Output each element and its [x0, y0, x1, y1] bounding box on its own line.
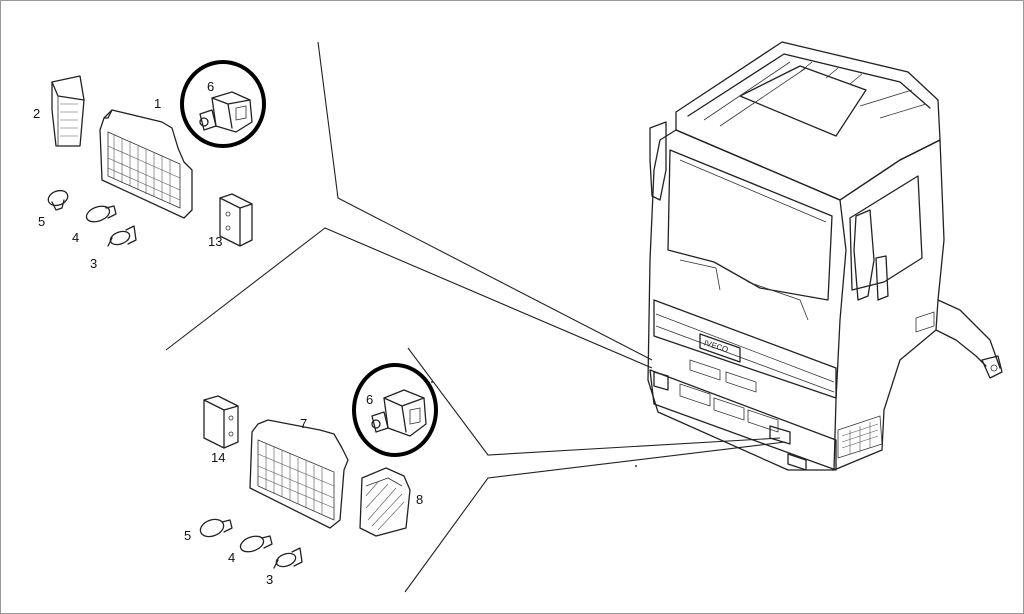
truck-cab-illustration: IVECO	[647, 41, 1003, 471]
callout-3-upper: 3	[90, 256, 97, 271]
speck	[635, 465, 637, 467]
bulb-part-3-lower	[273, 547, 303, 569]
levelling-actuator-part-6-lower	[352, 363, 438, 457]
callout-1: 1	[154, 96, 161, 111]
bulb-part-4-upper	[85, 205, 117, 223]
callout-13: 13	[208, 234, 222, 249]
highlight-circle-lower	[352, 363, 438, 457]
callout-8: 8	[416, 492, 423, 507]
callout-2: 2	[33, 106, 40, 121]
callout-14: 14	[211, 450, 225, 465]
lower-lamp-group: 6 7 14 8 5 4 3	[184, 363, 438, 587]
upper-lamp-group: 2 1 6 5 4 3 13	[33, 60, 266, 271]
callout-6-lower: 6	[366, 392, 373, 407]
bulb-part-4-lower	[239, 535, 273, 553]
highlight-circle-upper	[180, 60, 266, 148]
leader-lines	[165, 41, 786, 593]
fog-lamp-housing-part-1	[99, 109, 193, 219]
mounting-bracket-part-13	[219, 193, 253, 247]
mounting-bracket-part-14	[203, 395, 239, 449]
levelling-actuator-part-6-upper	[180, 60, 266, 148]
corner-lens-part-8	[359, 467, 411, 537]
callout-4-upper: 4	[72, 230, 79, 245]
bulb-part-5-upper	[47, 189, 69, 211]
callout-6-upper: 6	[207, 79, 214, 94]
speck	[431, 381, 433, 383]
callout-5-upper: 5	[38, 214, 45, 229]
callout-7: 7	[300, 416, 307, 431]
side-marker-lens-part-2	[51, 75, 85, 147]
bulb-part-3-upper	[107, 225, 137, 247]
callout-4-lower: 4	[228, 550, 235, 565]
callout-5-lower: 5	[184, 528, 191, 543]
bulb-part-5-lower	[199, 518, 233, 538]
lamp-housing-part-7	[249, 419, 349, 529]
callout-3-lower: 3	[266, 572, 273, 587]
